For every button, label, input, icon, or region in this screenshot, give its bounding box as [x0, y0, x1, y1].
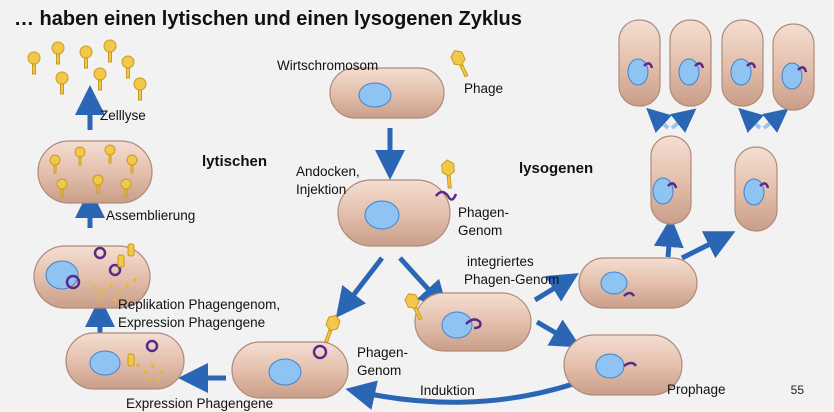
- label-assemblierung: Assemblierung: [106, 208, 196, 223]
- cells: [33, 19, 815, 399]
- division-arrows-top: [646, 107, 789, 133]
- label-replikation-line2: Expression Phagengene: [118, 315, 266, 330]
- label-zelllyse: Zelllyse: [100, 108, 146, 123]
- arrow-division-right: [680, 231, 736, 261]
- label-andocken-line1: Andocken,: [296, 164, 360, 179]
- cell-lysogen-1: [578, 257, 698, 309]
- arrow-induktion: [345, 377, 586, 410]
- label-phage: Phage: [464, 81, 504, 96]
- arrows: [75, 85, 736, 410]
- protein-dots: [93, 278, 163, 382]
- label-expression-bottom: Expression Phagengene: [126, 396, 274, 411]
- page-title: … haben einen lytischen und einen lysoge…: [14, 8, 522, 30]
- arrow-division-left: [653, 217, 684, 258]
- label-phagen-genom-top-line1: Phagen-: [458, 205, 510, 220]
- chromosomes: [45, 58, 803, 386]
- cell-expression: [65, 332, 185, 390]
- label-lysogenen: lysogenen: [519, 160, 594, 177]
- label-integriertes-line2: Phagen-Genom: [464, 272, 560, 287]
- label-lytischen: lytischen: [202, 153, 268, 170]
- arrow-to-prophage: [535, 319, 581, 348]
- cell-lysogenic-entry: [414, 292, 532, 352]
- arrow-to-lysogen-cell-1: [533, 273, 579, 303]
- phages: [27, 39, 469, 367]
- label-replikation-line1: Replikation Phagengenom,: [118, 297, 281, 312]
- label-phagen-genom-bottom-line1: Phagen-: [357, 345, 409, 360]
- label-andocken-line2: Injektion: [296, 182, 347, 197]
- page-number: 55: [790, 383, 804, 397]
- label-prophage: Prophage: [667, 382, 726, 397]
- label-phagen-genom-bottom-line2: Genom: [357, 363, 402, 378]
- label-integriertes-line1: integriertes: [467, 254, 534, 269]
- label-induktion: Induktion: [420, 383, 475, 398]
- arrow-to-lytic: [335, 256, 384, 318]
- arrow-to-lysogenic: [398, 256, 449, 312]
- phage-genomes: [65, 62, 808, 368]
- label-wirtschromosom: Wirtschromosom: [277, 58, 379, 73]
- label-phagen-genom-top-line2: Genom: [458, 223, 503, 238]
